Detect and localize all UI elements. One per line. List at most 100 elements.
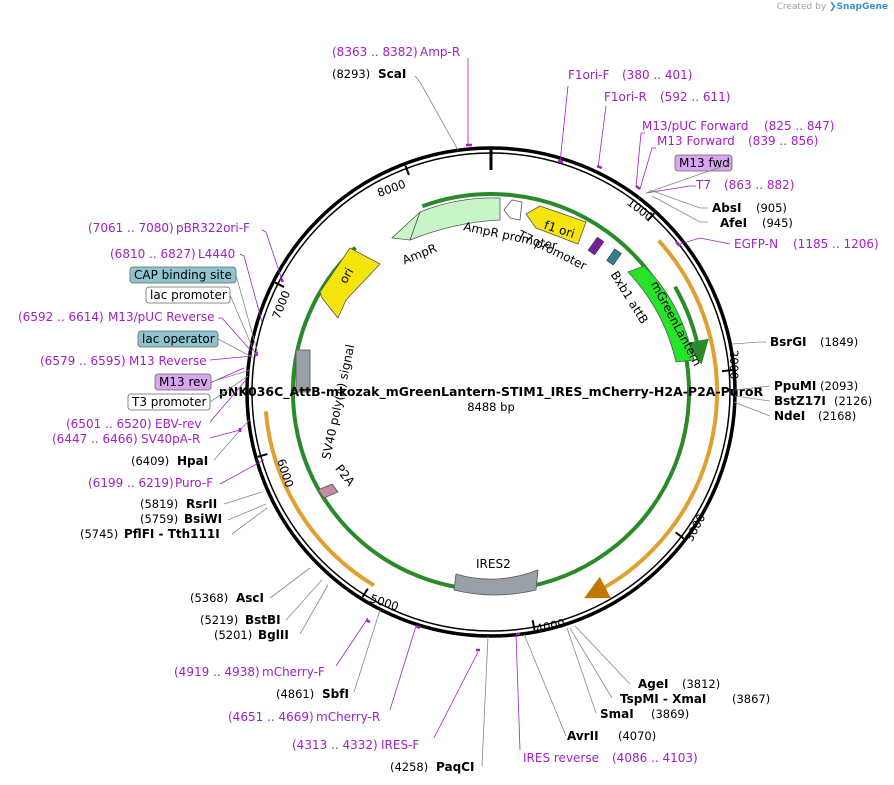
site-name-sbfi: SbfI <box>322 687 349 701</box>
primer-pos-t7: (863 .. 882) <box>724 178 794 192</box>
feature-bxb1-attb <box>606 248 622 266</box>
primer-pos-amp-r: (8363 .. 8382) <box>332 45 418 59</box>
tick-mark-3000 <box>675 531 685 540</box>
tick-label-2000: 2000 <box>727 350 741 379</box>
site-pos-hpai: (6409) <box>131 454 169 468</box>
primer-name-mcherry-r: mCherry-R <box>316 710 380 724</box>
label-lac-promoter: lac promoter <box>145 286 231 304</box>
site-pos-bglii: (5201) <box>214 628 252 642</box>
primer-name-m13puc-forward: M13/pUC Forward <box>642 119 749 133</box>
feature-f1-ori <box>525 205 587 245</box>
primer-name-amp-r: Amp-R <box>420 45 460 59</box>
credit: Created by ❯SnapGene <box>777 2 888 12</box>
label-t3-promoter: T3 promoter <box>127 393 211 411</box>
site-pos-absi: (905) <box>756 201 787 215</box>
label-m13-fwd-text: M13 fwd <box>679 156 730 170</box>
label-lac-operator-text: lac operator <box>142 332 215 346</box>
site-pos-ppumi: (2093) <box>820 379 858 393</box>
primer-name-ires-f: IRES-F <box>381 738 419 752</box>
primer-pos-m13puc-forward: (825 .. 847) <box>764 119 834 133</box>
feature-sv40-polya <box>295 349 311 393</box>
primer-pos-f1ori-f: (380 .. 401) <box>622 68 692 82</box>
primer-name-m13puc-reverse: M13/pUC Reverse <box>108 310 215 324</box>
primer-pos-m13puc-reverse: (6592 .. 6614) <box>18 310 104 324</box>
site-name-ppumi: PpuMI <box>774 379 816 393</box>
site-name-pflfi: PflFI - Tth111I <box>124 527 220 541</box>
primer-marks <box>238 143 681 652</box>
plasmid-name: pNK036C_AttB-mkozak_mGreenLantern-STIM1_… <box>219 384 764 400</box>
primer-pos-l4440: (6810 .. 6827) <box>110 247 196 261</box>
primer-name-egfp-n: EGFP-N <box>734 237 778 251</box>
primer-name-m13-forward: M13 Forward <box>657 134 735 148</box>
feature-ires2 <box>453 569 539 596</box>
primer-name-mcherry-f: mCherry-F <box>262 665 325 679</box>
site-pos-afei: (945) <box>762 216 793 230</box>
primer-pos-f1ori-r: (592 .. 611) <box>660 90 730 104</box>
site-labels: (8293) ScaI AbsI (905) AfeI (945) BsrGI … <box>80 67 872 774</box>
site-name-bsiwi: BsiWI <box>184 512 222 526</box>
site-name-absi: AbsI <box>712 201 741 215</box>
site-pos-bsrgi: (1849) <box>820 335 858 349</box>
orf-arc-mcherry-puro <box>263 411 375 587</box>
site-pos-smai: (3869) <box>651 707 689 721</box>
site-pos-agei: (3812) <box>682 677 720 691</box>
label-m13-rev: M13 rev <box>154 373 212 391</box>
primer-name-m13-reverse: M13 Reverse <box>129 354 207 368</box>
primer-pos-mcherry-r: (4651 .. 4669) <box>228 710 314 724</box>
label-lac-operator: lac operator <box>137 330 219 348</box>
feature-p2a <box>317 483 339 499</box>
plasmid-length: 8488 bp <box>467 400 515 414</box>
primer-pos-egfp-n: (1185 .. 1206) <box>793 237 879 251</box>
site-pos-avrii: (4070) <box>618 729 656 743</box>
feature-ori <box>319 247 381 319</box>
feature-ampr-head <box>391 211 421 241</box>
feature-group <box>295 197 695 596</box>
feature-label-ires2: IRES2 <box>476 557 511 571</box>
feature-ampr-promoter <box>503 199 523 221</box>
boxed-labels: M13 fwd CAP binding site lac promoter la… <box>127 154 733 411</box>
primer-pos-m13-reverse: (6579 .. 6595) <box>40 354 126 368</box>
site-name-ndei: NdeI <box>774 409 805 423</box>
site-name-tspmi-xmai: TspMI - XmaI <box>620 692 706 706</box>
tick-group <box>257 165 733 631</box>
site-name-avrii: AvrII <box>567 729 599 743</box>
site-name-paqci: PaqCI <box>436 760 474 774</box>
primer-name-f1ori-f: F1ori-F <box>568 68 609 82</box>
tick-mark-7000 <box>274 281 285 288</box>
tick-mark-5000 <box>361 588 369 598</box>
label-m13-rev-text: M13 rev <box>159 375 208 389</box>
credit-brand: SnapGene <box>836 2 888 12</box>
primer-pos-ires-reverse: (4086 .. 4103) <box>612 751 698 765</box>
label-cap-binding-site-text: CAP binding site <box>134 268 232 282</box>
primer-pos-m13-forward: (839 .. 856) <box>748 134 818 148</box>
site-name-hpai: HpaI <box>177 454 208 468</box>
tick-mark-8000 <box>404 165 410 176</box>
orf-arc-ampr <box>291 192 691 592</box>
orf-arc-green <box>673 285 709 365</box>
tick-mark-6000 <box>257 453 268 458</box>
feature-arcs <box>263 192 719 599</box>
site-pos-paqci: (4258) <box>390 760 428 774</box>
site-name-bglii: BglII <box>258 628 289 642</box>
site-pos-sbfi: (4861) <box>276 687 314 701</box>
primer-pos-ires-f: (4313 .. 4332) <box>292 738 378 752</box>
tick-label-3000: 3000 <box>682 511 708 543</box>
site-pos-asci: (5368) <box>190 591 228 605</box>
site-name-agei: AgeI <box>638 677 668 691</box>
site-pos-scai: (8293) <box>332 67 370 81</box>
label-cap-binding-site: CAP binding site <box>129 266 237 284</box>
site-pos-ndei: (2168) <box>818 409 856 423</box>
orf-arc-mgreenlantern-stim1 <box>584 239 719 599</box>
credit-prefix: Created by <box>776 2 827 12</box>
feature-t7-promoter <box>587 236 605 256</box>
site-name-bsrgi: BsrGI <box>770 335 807 349</box>
primer-pos-pbr322ori-f: (7061 .. 7080) <box>88 221 174 235</box>
primer-name-ires-reverse: IRES reverse <box>523 751 599 765</box>
site-name-scai: ScaI <box>378 67 406 81</box>
tick-mark-1000 <box>646 212 655 222</box>
site-name-smai: SmaI <box>600 707 634 721</box>
label-t3-promoter-text: T3 promoter <box>131 395 207 409</box>
site-pos-pflfi: (5745) <box>80 527 118 541</box>
primer-name-ebv-rev: EBV-rev <box>155 417 201 431</box>
